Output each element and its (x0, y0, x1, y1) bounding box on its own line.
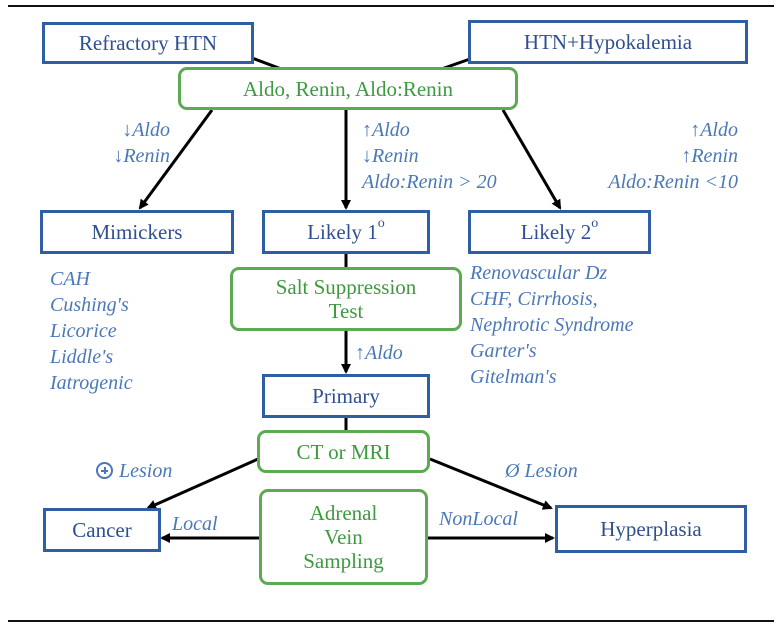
avs-line2: Vein (324, 525, 363, 549)
aldo-renin-box: Aldo, Renin, Aldo:Renin (178, 67, 518, 110)
list-item: Liddle's (50, 346, 114, 368)
list-item: Cushing's (50, 294, 129, 316)
likely-secondary-text: Likely 2 (520, 220, 592, 244)
cancer-box: Cancer (43, 508, 161, 552)
arrow-to-likely-secondary (501, 109, 562, 210)
mimickers-list: CAH Cushing's Licorice Liddle's Iatrogen… (50, 266, 133, 396)
htn-hypokalemia-box: HTN+Hypokalemia (468, 20, 748, 64)
right-branch-label: ↑Aldo ↑Renin Aldo:Renin <10 (608, 119, 738, 193)
list-item: CHF, Cirrhosis, (470, 288, 598, 310)
ct-mri-box: CT or MRI (257, 430, 430, 473)
middle-branch-label: ↑Aldo ↓Renin Aldo:Renin > 20 (362, 119, 497, 193)
list-item: CAH (50, 268, 90, 290)
secondary-causes-list: Renovascular Dz CHF, Cirrhosis, Nephroti… (470, 260, 634, 390)
local-label: Local (172, 513, 218, 535)
likely-primary-superscript: o (377, 216, 385, 231)
likely-primary-text: Likely 1 (307, 220, 378, 244)
hyperplasia-box: Hyperplasia (555, 505, 747, 553)
salt-suppression-line1: Salt Suppression (275, 275, 417, 299)
top-rule (8, 5, 774, 7)
nonlocal-label: NonLocal (439, 508, 518, 530)
list-item: Licorice (50, 320, 117, 342)
salt-result-label: ↑Aldo (355, 342, 403, 364)
avs-line3: Sampling (303, 549, 384, 573)
list-item: Garter's (470, 340, 537, 362)
mimickers-box: Mimickers (40, 210, 234, 254)
avs-line1: Adrenal (309, 501, 378, 525)
refractory-htn-box: Refractory HTN (42, 22, 254, 64)
list-item: Gitelman's (470, 366, 557, 388)
salt-suppression-box: Salt Suppression Test (230, 267, 462, 331)
list-item: Nephrotic Syndrome (470, 314, 634, 336)
arrow-to-mimickers (138, 109, 214, 210)
likely-secondary-superscript: o (591, 216, 599, 231)
list-item: Iatrogenic (50, 372, 133, 394)
circled-plus-icon (96, 462, 113, 479)
list-item: Renovascular Dz (470, 262, 608, 284)
arrow-ct-to-cancer (146, 457, 259, 510)
primary-box: Primary (262, 374, 430, 418)
adrenal-vein-sampling-box: Adrenal Vein Sampling (259, 489, 428, 585)
arrow-ct-to-hyperplasia (429, 457, 553, 510)
positive-lesion-label: Lesion (96, 458, 172, 484)
salt-suppression-line2: Test (328, 299, 364, 323)
bottom-rule (8, 620, 774, 622)
left-branch-label: ↓Aldo ↓Renin (113, 119, 170, 167)
no-lesion-label: Ø Lesion (505, 460, 578, 482)
